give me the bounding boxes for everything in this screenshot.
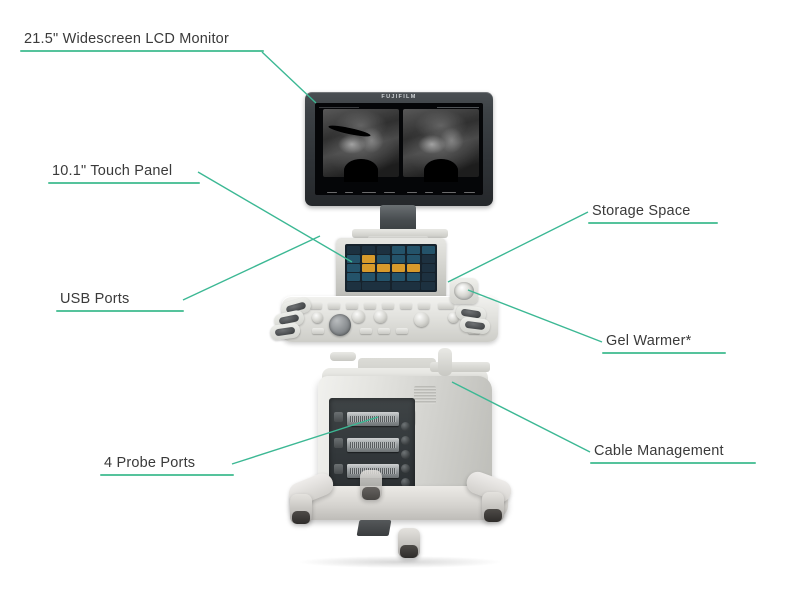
console-button (312, 328, 324, 334)
callout-underline (100, 474, 234, 476)
touch-panel-row (347, 264, 436, 272)
callout-label: Storage Space (592, 203, 691, 219)
caster-wheel (360, 470, 382, 500)
caster-wheel (482, 492, 504, 522)
callout-underline (56, 310, 184, 312)
callout-underline (590, 462, 756, 464)
console-button (438, 302, 454, 309)
callout-touch-panel: 10.1" Touch Panel (48, 162, 200, 184)
callout-lcd-monitor: 21.5" Widescreen LCD Monitor (20, 30, 264, 52)
console-button (418, 302, 430, 309)
callout-label: Gel Warmer* (606, 333, 692, 349)
callout-underline (588, 222, 718, 224)
console-knob (374, 310, 387, 323)
console-button (396, 328, 408, 334)
monitor-brand-label: FUJIFILM (381, 94, 417, 100)
screen-caption-left (323, 184, 399, 193)
console-button (328, 302, 340, 309)
callout-storage-space: Storage Space (588, 202, 718, 224)
ultrasound-image-right (403, 109, 479, 183)
cart-handle-right (438, 348, 452, 376)
callout-label: 4 Probe Ports (104, 455, 196, 471)
console-button (310, 302, 322, 309)
gel-warmer-cup (450, 278, 478, 304)
console-button (382, 302, 394, 309)
callout-probe-ports: 4 Probe Ports (100, 454, 234, 476)
monitor-neck (380, 205, 416, 231)
control-console (282, 296, 498, 342)
console-knob (352, 310, 365, 323)
screen-caption-right (403, 184, 479, 193)
io-jack (401, 422, 410, 431)
console-knob (448, 312, 459, 323)
screen-tick (319, 107, 359, 108)
callout-label: Cable Management (594, 443, 724, 459)
callout-underline (20, 50, 264, 52)
console-button (360, 328, 372, 334)
caster-wheel (290, 494, 312, 524)
probe-port-lever (334, 412, 343, 422)
storage-space (430, 362, 490, 372)
ultrasound-image-left (323, 109, 399, 183)
screen-tick (437, 107, 479, 108)
floor-shadow (300, 556, 500, 568)
cart-handle-left (330, 352, 356, 361)
callout-cable-management: Cable Management (590, 442, 756, 464)
io-jack (401, 450, 410, 459)
callout-usb-ports: USB Ports (56, 290, 184, 312)
touch-panel-row (347, 273, 436, 281)
console-button (346, 302, 358, 309)
probe-port-lever (334, 464, 343, 474)
touch-panel-row (347, 246, 436, 254)
probe-port (347, 438, 399, 452)
lcd-monitor: FUJIFILM (305, 92, 493, 206)
probe-port (347, 412, 399, 426)
touch-panel (336, 238, 446, 302)
touch-panel-screen (345, 244, 437, 292)
trackball (329, 314, 351, 336)
console-button (364, 302, 376, 309)
caster-wheel (398, 528, 420, 558)
io-connector-column (401, 422, 413, 498)
touch-panel-row (347, 282, 435, 290)
probe-port-lever (334, 438, 343, 448)
console-knob (312, 312, 323, 323)
touch-panel-row (347, 255, 436, 263)
console-button (378, 328, 390, 334)
console-knob (414, 312, 429, 327)
monitor-foot (352, 229, 448, 238)
callout-label: 10.1" Touch Panel (52, 163, 173, 179)
callout-underline (48, 182, 200, 184)
io-jack (401, 436, 410, 445)
callout-label: 21.5" Widescreen LCD Monitor (24, 31, 229, 47)
cart-vent (414, 386, 436, 404)
callout-underline (602, 352, 726, 354)
io-jack (401, 464, 410, 473)
foot-pedal (356, 520, 392, 536)
console-button (400, 302, 412, 309)
callout-label: USB Ports (60, 291, 130, 307)
monitor-screen (315, 103, 483, 195)
callout-gel-warmer: Gel Warmer* (602, 332, 726, 354)
io-jack (401, 478, 410, 487)
